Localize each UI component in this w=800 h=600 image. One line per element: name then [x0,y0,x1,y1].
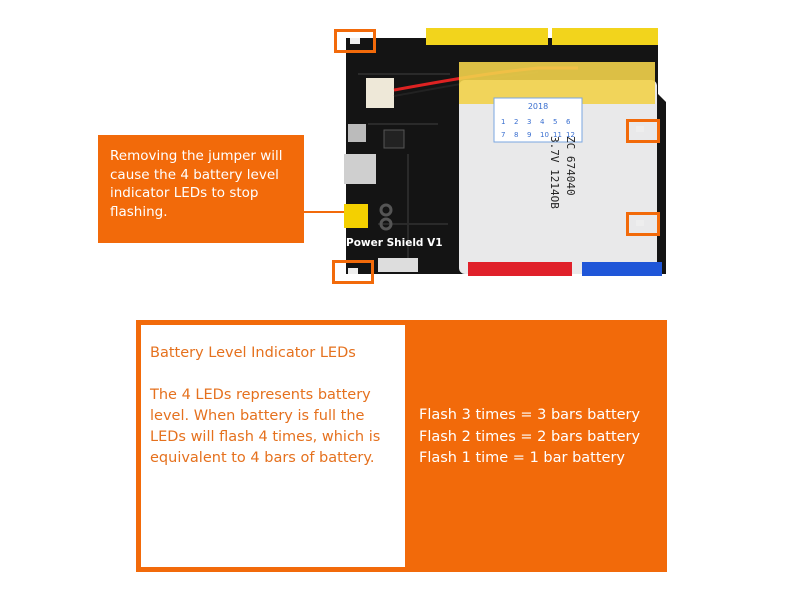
led-highlight-1 [334,29,376,53]
level-item: Flash 3 times = 3 bars battery [419,407,641,423]
battery-connector [366,78,394,108]
battery-text-2: 3.7V 1214OB [548,136,561,209]
info-description-panel: Battery Level Indicator LEDs The 4 LEDs … [141,325,405,567]
battery-month: 12 [566,131,575,139]
battery-month: 6 [566,118,571,126]
battery-level-list: Flash 3 times = 3 bars battery Flash 2 t… [419,405,640,470]
red-header [468,262,572,276]
level-item: Flash 1 time = 1 bar battery [419,450,625,466]
led-highlight-3 [626,212,660,236]
battery-month: 1 [501,118,505,126]
battery-month: 10 [540,131,549,139]
battery-year: 2018 [528,102,548,111]
battery-month: 11 [553,131,562,139]
led-highlight-4 [332,260,374,284]
power-shield-board-image: 2018 ZC 674040 3.7V 1214OB Power Shield … [332,24,666,286]
level-item: Flash 2 times = 2 bars battery [419,428,641,445]
board-silkscreen: Power Shield V1 [346,237,443,249]
battery-month: 7 [501,131,505,139]
callout-text: Removing the jumper will cause the 4 bat… [110,148,283,220]
blue-header [582,262,662,276]
info-title: Battery Level Indicator LEDs [150,345,356,361]
yellow-header [426,28,658,45]
pwr-label: PWR [428,277,442,284]
battery-month: 5 [553,118,557,126]
battery-month: 9 [527,131,531,139]
jumper [344,204,368,228]
battery-month: 4 [540,118,545,126]
board-illustration: 2018 ZC 674040 3.7V 1214OB Power Shield … [344,28,666,284]
battery-text-1: ZC 674040 [564,136,577,196]
led-icons [348,38,644,274]
battery-month: 2 [514,118,518,126]
info-description: The 4 LEDs represents battery level. Whe… [150,387,381,466]
battery-month: 8 [514,131,518,139]
led-highlight-2 [626,119,660,143]
power-switch [378,258,418,272]
micro-usb-port [344,154,376,184]
jumper-callout: Removing the jumper will cause the 4 bat… [98,135,304,243]
callout-leader-line [304,211,346,213]
battery-month: 3 [527,118,531,126]
switch-label: ON [422,275,431,282]
